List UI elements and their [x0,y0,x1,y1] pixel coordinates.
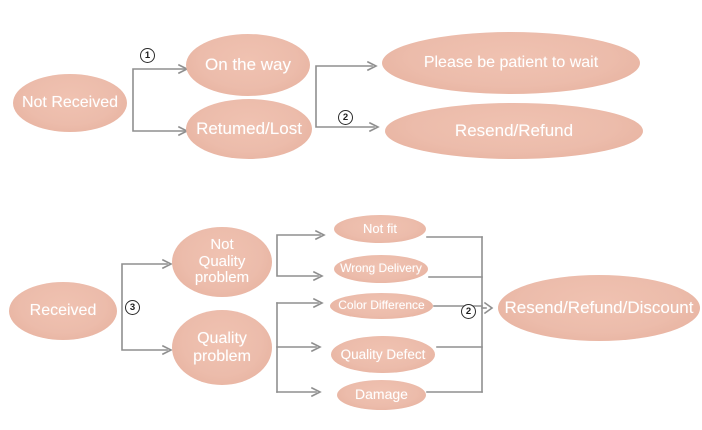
step-marker-2-bottom: 2 [461,304,476,319]
node-not-quality-problem: Not Quality problem [172,227,272,297]
node-damage: Damage [337,380,426,410]
step-marker-3: 3 [125,300,140,315]
node-color-difference: Color Difference [330,293,433,319]
step-marker-2-top: 2 [338,110,353,125]
node-not-fit: Not fit [334,215,426,243]
node-please-be-patient: Please be patient to wait [382,32,640,94]
node-quality-defect: Quality Defect [331,336,435,373]
node-on-the-way: On the way [186,34,310,96]
node-resend-refund: Resend/Refund [385,103,643,159]
node-not-received: Not Received [13,74,127,132]
step-marker-1: 1 [140,48,155,63]
node-quality-problem: Quality problem [172,310,272,385]
node-received: Received [9,282,117,340]
node-resend-refund-discount: Resend/Refund/Discount [498,275,700,341]
node-returned-lost: Retumed/Lost [186,99,312,159]
node-wrong-delivery: Wrong Delivery [334,255,428,283]
